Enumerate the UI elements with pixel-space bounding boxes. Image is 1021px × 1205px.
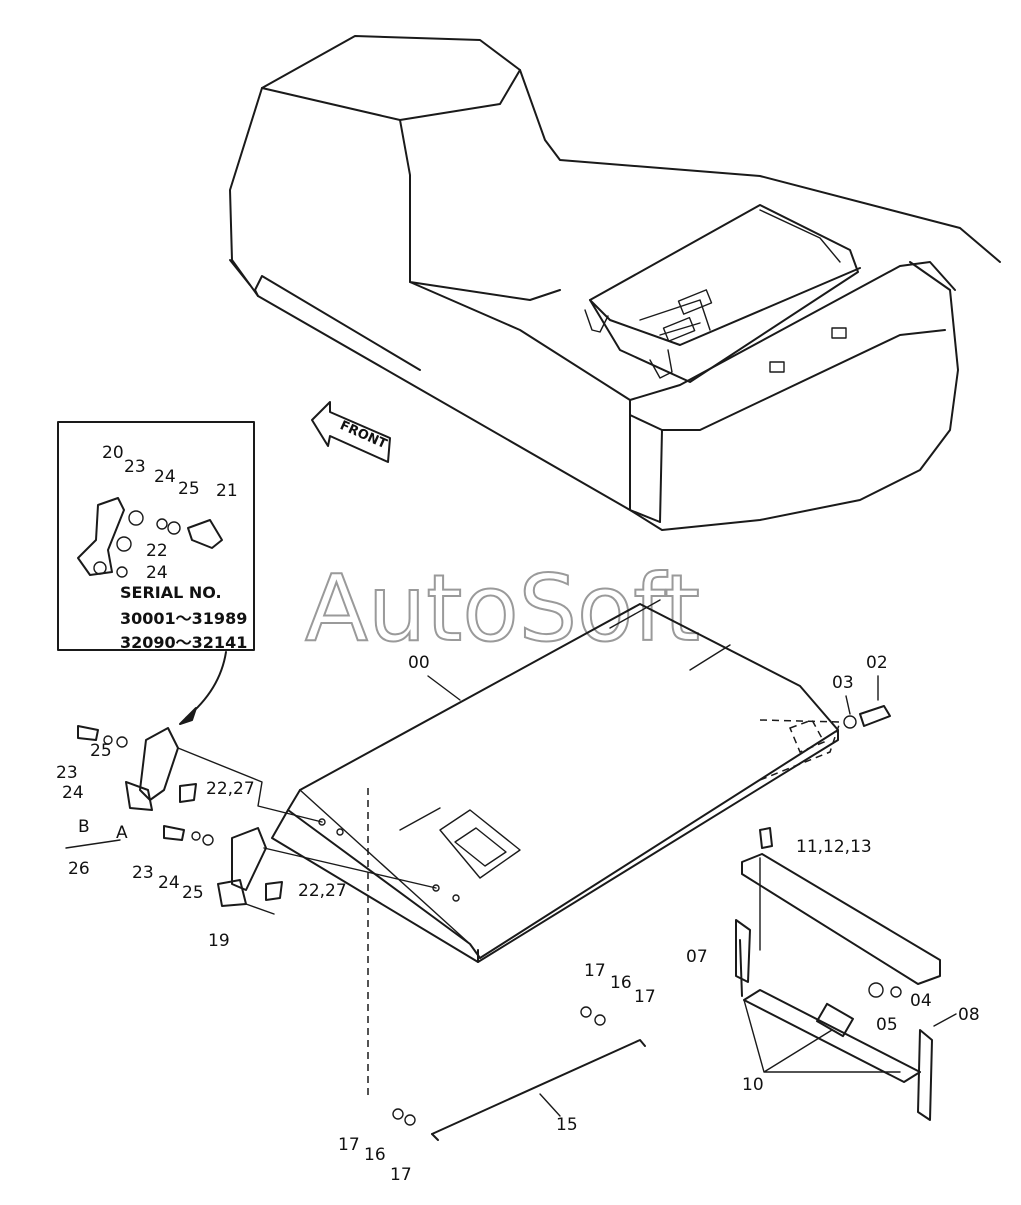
callout-08: 08 bbox=[958, 1005, 980, 1025]
inset-callout-22: 22 bbox=[146, 541, 168, 561]
callout-17-bottom-right: 17 bbox=[390, 1165, 412, 1185]
callout-25-upper: 25 bbox=[90, 741, 112, 761]
callout-00: 00 bbox=[408, 653, 430, 673]
inset-serial-range-2: 32090～32141 bbox=[120, 633, 247, 652]
callout-A: A bbox=[116, 823, 128, 843]
callout-03: 03 bbox=[832, 673, 854, 693]
machine-body bbox=[229, 35, 1001, 531]
callout-B: B bbox=[78, 817, 90, 837]
callout-05: 05 bbox=[876, 1015, 898, 1035]
inset-serial-label: SERIAL NO. bbox=[120, 583, 222, 602]
callout-17-bottom-left: 17 bbox=[338, 1135, 360, 1155]
callout-17-top: 17 bbox=[584, 961, 606, 981]
callout-02: 02 bbox=[866, 653, 888, 673]
inset-callout-24b: 24 bbox=[146, 563, 168, 583]
callout-11-12-13: 11,12,13 bbox=[796, 837, 872, 857]
callout-24-lower: 24 bbox=[158, 873, 180, 893]
callout-04: 04 bbox=[910, 991, 932, 1011]
watermark: AutoSoft bbox=[305, 555, 700, 662]
inset-callout-21: 21 bbox=[216, 481, 238, 501]
callout-23-upper: 23 bbox=[56, 763, 78, 783]
callout-16-bottom: 16 bbox=[364, 1145, 386, 1165]
callout-22-27-lower: 22,27 bbox=[298, 881, 347, 901]
inset-callout-24: 24 bbox=[154, 467, 176, 487]
callout-26: 26 bbox=[68, 859, 90, 879]
callout-10: 10 bbox=[742, 1075, 764, 1095]
inset-serial-box: 20 23 24 25 21 22 24 SERIAL NO. 30001～31… bbox=[57, 421, 255, 652]
callout-24-upper: 24 bbox=[62, 783, 84, 803]
front-arrow: FRONT bbox=[311, 401, 391, 463]
inset-callout-20: 20 bbox=[102, 443, 124, 463]
callout-16-top: 16 bbox=[610, 973, 632, 993]
inset-pointer-arrow bbox=[185, 651, 227, 719]
inset-callout-23: 23 bbox=[124, 457, 146, 477]
callout-17-top-right: 17 bbox=[634, 987, 656, 1007]
callout-25-lower: 25 bbox=[182, 883, 204, 903]
callout-labels: 00 02 03 11,12,13 07 04 05 08 10 15 17 1… bbox=[56, 653, 980, 1185]
callout-07: 07 bbox=[686, 947, 708, 967]
callout-19: 19 bbox=[208, 931, 230, 951]
inset-callout-25: 25 bbox=[178, 479, 200, 499]
callout-22-27-upper: 22,27 bbox=[206, 779, 255, 799]
callout-23-lower: 23 bbox=[132, 863, 154, 883]
hardware-rods bbox=[367, 705, 941, 1141]
latch-assemblies bbox=[65, 725, 437, 915]
cover-panel bbox=[271, 599, 842, 963]
inset-serial-range-1: 30001～31989 bbox=[120, 609, 247, 628]
callout-15: 15 bbox=[556, 1115, 578, 1135]
